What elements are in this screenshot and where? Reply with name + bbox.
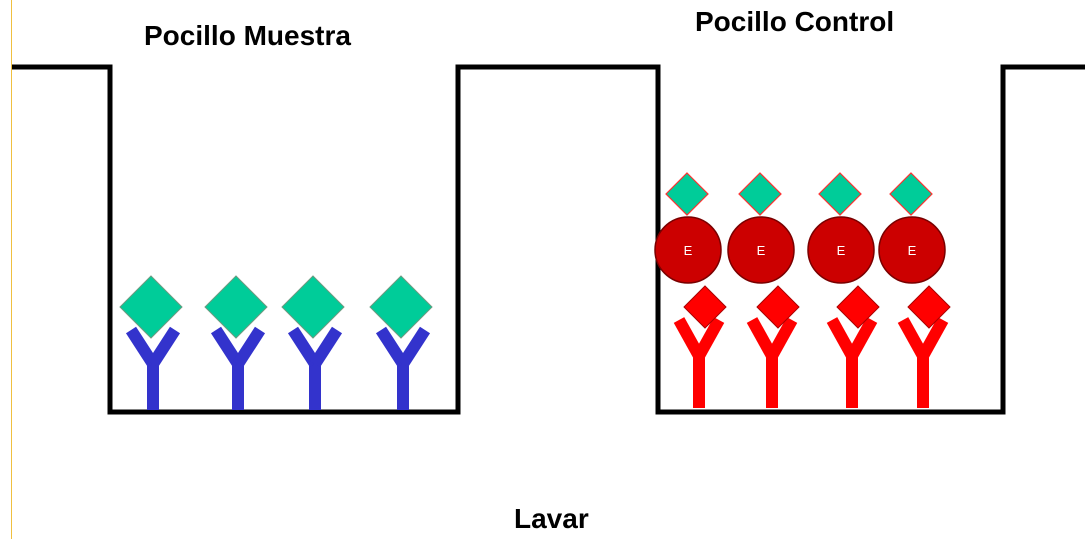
control-well-label: Pocillo Control	[695, 6, 895, 37]
control-red-antigen	[756, 285, 800, 329]
antibody-right-arm	[309, 326, 343, 368]
enzyme-circle	[807, 216, 875, 284]
well-outline	[12, 64, 1085, 415]
control-antibody	[673, 317, 725, 408]
antibody-right-arm	[232, 326, 266, 368]
enzyme-label: E	[757, 243, 766, 258]
enzyme-label: E	[908, 243, 917, 258]
sample-well-contents	[119, 275, 433, 410]
sample-antigen	[119, 275, 183, 339]
antibody-left-arm	[375, 326, 409, 368]
antibody-right-arm	[917, 317, 949, 359]
enzyme-circle	[878, 216, 946, 284]
sample-antibody	[210, 326, 266, 410]
control-green-antigen	[738, 172, 782, 216]
control-green-antigen	[889, 172, 933, 216]
sample-antigen	[281, 275, 345, 339]
enzyme-label: E	[684, 243, 693, 258]
antibody-right-arm	[846, 317, 878, 359]
control-red-antigen	[683, 285, 727, 329]
wash-label: Lavar	[514, 503, 589, 534]
sample-antigen	[204, 275, 268, 339]
control-green-antigen	[665, 172, 709, 216]
antibody-right-arm	[147, 326, 181, 368]
enzyme-circle	[654, 216, 722, 284]
control-antibody	[897, 317, 949, 408]
antibody-right-arm	[766, 317, 798, 359]
control-red-antigen	[907, 285, 951, 329]
control-antibody	[746, 317, 798, 408]
slide-left-accent-line	[0, 0, 12, 539]
control-green-antigen	[818, 172, 862, 216]
sample-antibody	[287, 326, 343, 410]
enzyme-circle	[727, 216, 795, 284]
sample-antigen	[369, 275, 433, 339]
control-antibody	[826, 317, 878, 408]
antibody-left-arm	[210, 326, 244, 368]
enzyme-label: E	[837, 243, 846, 258]
sample-well-label: Pocillo Muestra	[144, 20, 351, 51]
sample-antibody	[125, 326, 181, 410]
sample-antibody	[375, 326, 431, 410]
antibody-left-arm	[125, 326, 159, 368]
antibody-right-arm	[397, 326, 431, 368]
antibody-right-arm	[693, 317, 725, 359]
antibody-left-arm	[287, 326, 321, 368]
control-red-antigen	[836, 285, 880, 329]
